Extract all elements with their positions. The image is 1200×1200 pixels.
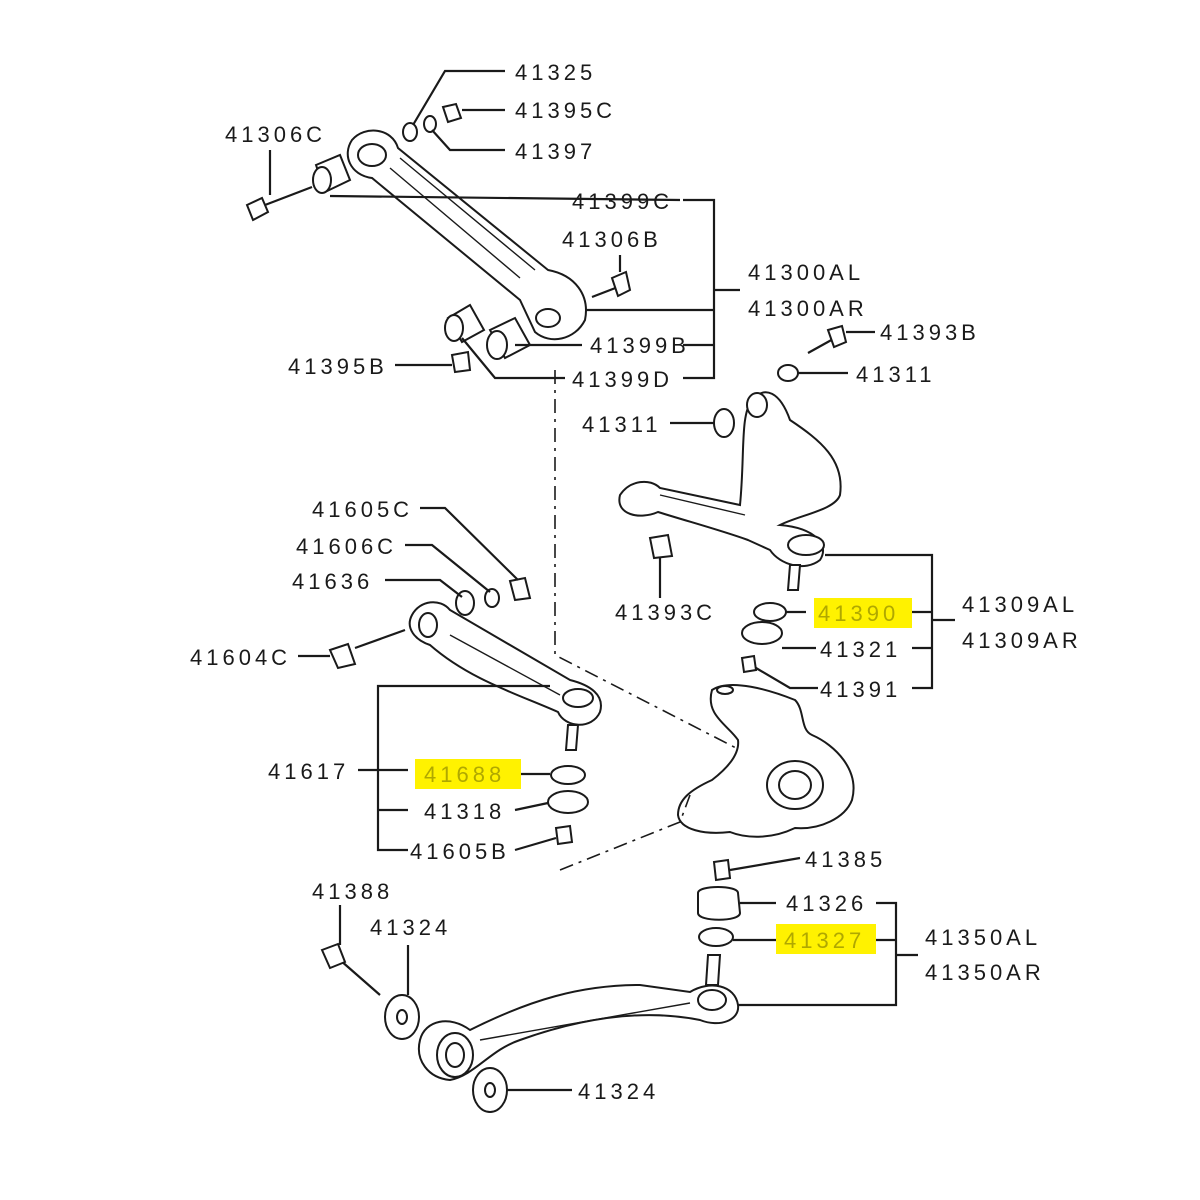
label-41306c[interactable]: 41306C (225, 122, 326, 147)
label-41385[interactable]: 41385 (805, 847, 886, 872)
label-41391[interactable]: 41391 (820, 677, 901, 702)
label-41327[interactable]: 41327 (784, 928, 865, 953)
label-41321[interactable]: 41321 (820, 637, 901, 662)
bolt-41306b (591, 270, 632, 299)
label-41309al[interactable]: 41309AL (962, 592, 1078, 617)
nut-41391 (740, 654, 758, 674)
label-41318[interactable]: 41318 (424, 799, 505, 824)
washer-41325 (402, 122, 418, 142)
upper-front-arm-assembly (618, 324, 848, 674)
label-41311-right[interactable]: 41311 (856, 362, 936, 387)
label-41399b[interactable]: 41399B (590, 333, 690, 358)
ball-stud-41617 (564, 724, 580, 751)
assembly-center-lines (554, 370, 741, 871)
label-41309ar[interactable]: 41309AR (962, 628, 1082, 653)
nut-41385 (712, 858, 732, 882)
bolt-41306c (245, 185, 313, 222)
toe-arm-41617 (408, 601, 602, 726)
knuckle-body (676, 683, 855, 838)
label-41688[interactable]: 41688 (424, 762, 505, 787)
label-41324-top[interactable]: 41324 (370, 915, 451, 940)
label-41393c[interactable]: 41393C (615, 600, 716, 625)
highlight-41327 (776, 924, 876, 954)
label-41326[interactable]: 41326 (786, 891, 867, 916)
nut-41605b (554, 824, 574, 846)
washer-41311-left (713, 408, 735, 438)
label-41388[interactable]: 41388 (312, 879, 393, 904)
upper-rear-arm-assembly (245, 102, 632, 374)
label-41300al[interactable]: 41300AL (748, 260, 864, 285)
washer-41606c (484, 588, 500, 608)
label-41604c[interactable]: 41604C (190, 645, 291, 670)
bolt-41388 (320, 942, 381, 996)
nut-41395c (441, 102, 463, 124)
ball-stud-41350 (704, 954, 722, 986)
leader-lines (268, 69, 955, 1092)
nut-41393c (648, 533, 674, 560)
highlight-41390 (814, 598, 912, 628)
label-41393b[interactable]: 41393B (880, 320, 980, 345)
washer-41311-right (777, 364, 799, 382)
label-41311-left[interactable]: 41311 (582, 412, 662, 437)
ring-41688 (550, 765, 586, 785)
label-41636[interactable]: 41636 (292, 569, 373, 594)
label-41399c[interactable]: 41399C (572, 189, 673, 214)
lower-arm-assembly (320, 858, 742, 1113)
label-41300ar[interactable]: 41300AR (748, 296, 868, 321)
nut-41395b (450, 350, 472, 374)
highlight-41688 (415, 759, 521, 789)
bushing-41326 (697, 886, 742, 921)
steering-knuckle (676, 683, 855, 838)
label-41395b[interactable]: 41395B (288, 354, 388, 379)
ball-joint-41309 (786, 564, 802, 591)
ring-41327 (698, 927, 734, 947)
label-41395c[interactable]: 41395C (515, 98, 616, 123)
nut-41605c (508, 576, 532, 602)
label-41350ar[interactable]: 41350AR (925, 960, 1045, 985)
part-labels: 41325 41395C 41397 41306C 41399C 41306B … (190, 60, 1082, 1104)
washer-41397 (423, 115, 437, 133)
label-41325[interactable]: 41325 (515, 60, 596, 85)
label-41605c[interactable]: 41605C (312, 497, 413, 522)
upper-front-arm (618, 391, 842, 568)
label-41390[interactable]: 41390 (818, 601, 899, 626)
label-41306b[interactable]: 41306B (562, 227, 662, 252)
boot-41321 (741, 621, 783, 645)
bolt-41393b (807, 324, 848, 354)
toe-arm-assembly (328, 576, 602, 846)
ring-41390 (753, 602, 787, 622)
label-41399d[interactable]: 41399D (572, 367, 673, 392)
label-41606c[interactable]: 41606C (296, 534, 397, 559)
label-41397[interactable]: 41397 (515, 139, 596, 164)
boot-41318 (547, 790, 589, 814)
label-41605b[interactable]: 41605B (410, 839, 510, 864)
label-41350al[interactable]: 41350AL (925, 925, 1041, 950)
label-41324-bottom[interactable]: 41324 (578, 1079, 659, 1104)
bolt-41604c (328, 628, 406, 670)
label-41617[interactable]: 41617 (268, 759, 349, 784)
